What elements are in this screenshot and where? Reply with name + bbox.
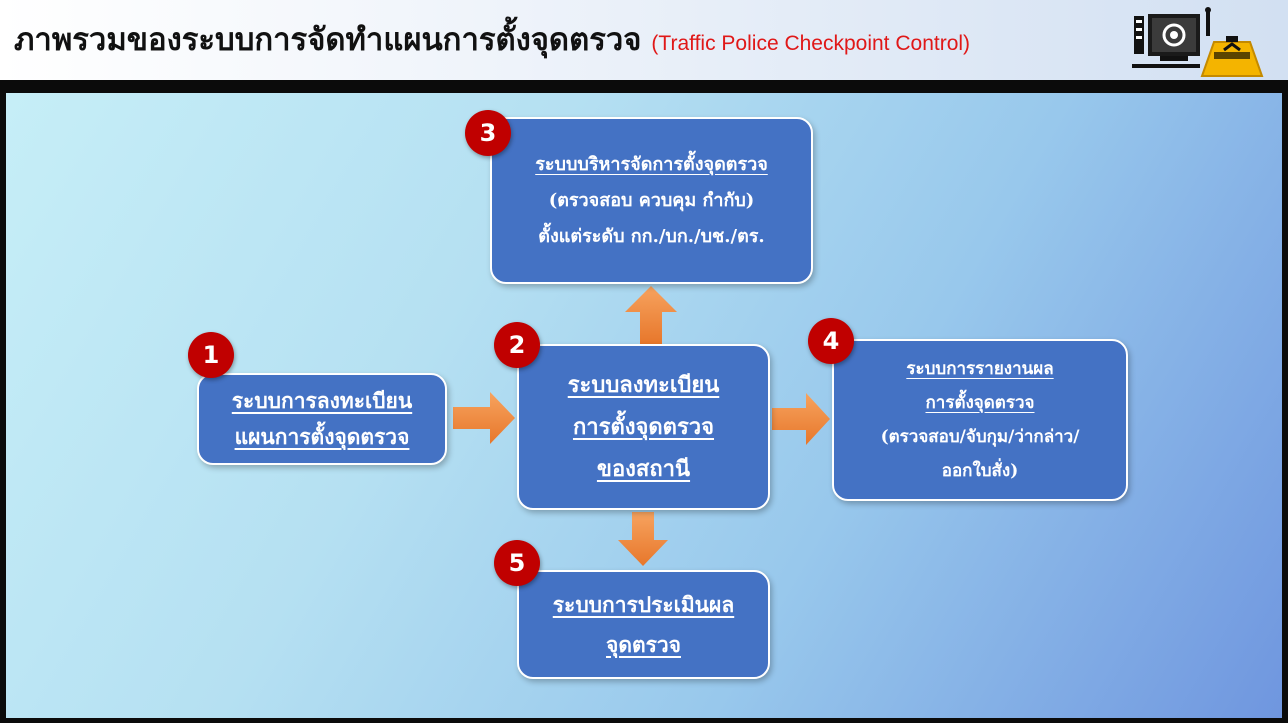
node-3-badge: 3: [465, 110, 511, 156]
node-5-badge: 5: [494, 540, 540, 586]
node-2-line-3: ของสถานี: [596, 456, 691, 482]
node-2-box: ระบบลงทะเบียน การตั้งจุดตรวจ ของสถานี: [517, 344, 770, 510]
frame-left: [0, 93, 6, 723]
node-4-badge: 4: [808, 318, 854, 364]
node-2-line-1: ระบบลงทะเบียน: [567, 372, 720, 398]
title-english: (Traffic Police Checkpoint Control): [651, 32, 971, 55]
node-3-line-3: ตั้งแต่ระดับ กก./บก./บช./ตร.: [538, 225, 765, 247]
header-bar: [0, 80, 1288, 93]
node-4-line-1: ระบบการรายงานผล: [906, 359, 1054, 379]
header: [0, 0, 1288, 80]
edge-2-5: [618, 512, 668, 566]
node-1-box: ระบบการลงทะเบียน แผนการตั้งจุดตรวจ: [197, 373, 447, 465]
page-title: ภาพรวมของระบบการจัดทำแผนการตั้งจุดตรวจ (T…: [14, 14, 970, 64]
node-5-line-1: ระบบการประเมินผล: [552, 591, 735, 617]
node-3-box: ระบบบริหารจัดการตั้งจุดตรวจ (ตรวจสอบ ควบ…: [490, 117, 813, 284]
node-4-line-4: ออกใบสั่ง): [941, 461, 1019, 481]
node-5-line-2: จุดตรวจ: [606, 631, 681, 657]
frame-bottom: [0, 718, 1288, 723]
node-4-line-2: การตั้งจุดตรวจ: [925, 393, 1035, 413]
node-3-line-1: ระบบบริหารจัดการตั้งจุดตรวจ: [535, 153, 768, 175]
node-3-line-2: (ตรวจสอบ ควบคุม กำกับ): [548, 189, 755, 211]
title-thai: ภาพรวมของระบบการจัดทำแผนการตั้งจุดตรวจ: [14, 22, 642, 58]
node-4-line-3: (ตรวจสอบ/จับกุม/ว่ากล่าว/: [880, 427, 1080, 447]
node-1-line-1: ระบบการลงทะเบียน: [231, 388, 413, 413]
node-1-line-2: แผนการตั้งจุดตรวจ: [234, 424, 410, 449]
node-2-badge: 2: [494, 322, 540, 368]
edge-1-2: [453, 392, 515, 444]
node-2-line-2: การตั้งจุดตรวจ: [572, 414, 715, 440]
edge-2-3: [625, 286, 677, 344]
node-4-box: ระบบการรายงานผล การตั้งจุดตรวจ (ตรวจสอบ/…: [832, 339, 1128, 501]
frame-right: [1282, 93, 1288, 723]
edge-2-4: [772, 393, 830, 445]
checkpoint-logo-icon: [1132, 7, 1264, 77]
node-1-badge: 1: [188, 332, 234, 378]
node-5-box: ระบบการประเมินผล จุดตรวจ: [517, 570, 770, 679]
